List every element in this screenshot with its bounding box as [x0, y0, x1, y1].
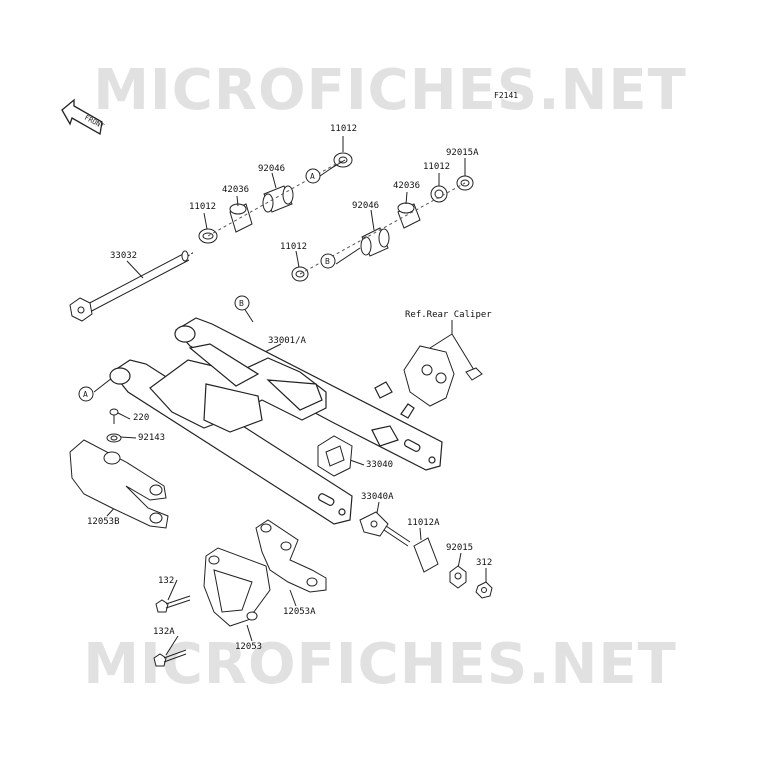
- bolt-132a: [153, 649, 187, 667]
- callout-a-2: A: [78, 386, 94, 402]
- label-33040a: 33040A: [361, 492, 394, 502]
- label-11012-right: 11012: [423, 162, 451, 172]
- svg-text:A: A: [310, 172, 315, 181]
- label-92143: 92143: [138, 433, 166, 443]
- label-11012-top: 11012: [330, 124, 358, 134]
- front-arrow-icon: FRONT: [61, 98, 106, 136]
- label-33040: 33040: [366, 460, 394, 470]
- label-12053: 12053: [235, 642, 263, 652]
- label-11012a: 11012A: [407, 518, 440, 528]
- label-132: 132: [158, 576, 175, 586]
- svg-text:B: B: [325, 257, 330, 266]
- label-11012-left: 11012: [189, 202, 217, 212]
- nut-312: [475, 581, 493, 599]
- label-92015a: 92015A: [446, 148, 479, 158]
- chain-guide-12053: [203, 547, 271, 627]
- svg-text:A: A: [83, 390, 88, 399]
- rear-caliper-bracket: [403, 345, 483, 407]
- slider-block-33040: [317, 435, 353, 477]
- collar-42036-left: [229, 203, 253, 233]
- watermark-top: MICROFICHES.NET: [93, 58, 687, 123]
- needle-bearing-92046-left: [262, 185, 294, 213]
- label-312: 312: [476, 558, 493, 568]
- chain-guide-12053a: [255, 519, 327, 593]
- label-33001a: 33001/A: [268, 336, 306, 346]
- swingarm-axle-33032: [69, 250, 195, 322]
- label-220: 220: [133, 413, 150, 423]
- callout-a-1: A: [305, 168, 321, 184]
- adjuster-33040a: [359, 511, 411, 547]
- figure-code: F2141: [494, 91, 519, 100]
- label-132a: 132A: [153, 627, 175, 637]
- swingarm-33001a: [109, 317, 443, 525]
- callout-b-1: B: [320, 253, 336, 269]
- svg-text:B: B: [239, 299, 244, 308]
- label-11012-lower: 11012: [280, 242, 308, 252]
- bolt-220: [109, 408, 119, 424]
- label-42036-right: 42036: [393, 181, 421, 191]
- label-33032: 33032: [110, 251, 138, 261]
- collar-42036-right: [397, 202, 421, 229]
- chain-guide-12053b: [69, 439, 169, 529]
- label-92046-left: 92046: [258, 164, 286, 174]
- watermark-bottom: MICROFICHES.NET: [83, 632, 677, 697]
- seal-11012-right: [430, 185, 448, 203]
- needle-bearing-92046-right: [360, 227, 390, 257]
- bolt-132: [155, 595, 191, 613]
- label-92015: 92015: [446, 543, 474, 553]
- label-12053a: 12053A: [283, 607, 316, 617]
- label-12053b: 12053B: [87, 517, 120, 527]
- nut-92015: [449, 565, 467, 589]
- label-ref-rear-caliper: Ref.Rear Caliper: [405, 310, 492, 320]
- plate-11012a: [413, 537, 439, 573]
- washer-92143: [106, 433, 122, 443]
- label-42036-left: 42036: [222, 185, 250, 195]
- label-92046-right: 92046: [352, 201, 380, 211]
- leader-lines: [93, 136, 487, 656]
- callout-b-2: B: [234, 295, 250, 311]
